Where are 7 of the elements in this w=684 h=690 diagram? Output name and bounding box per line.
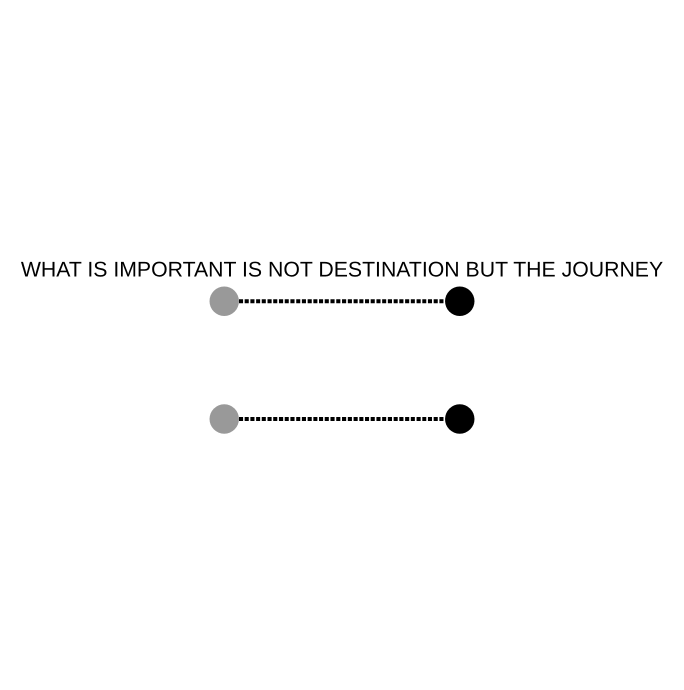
diagram-title: WHAT IS IMPORTANT IS NOT DESTINATION BUT THE JOURNEY [20,258,664,282]
node-circle [445,404,474,434]
node-circle [210,404,239,434]
node-circle [210,286,239,316]
connector [238,416,445,422]
connector [238,299,445,304]
node-circle [445,286,474,316]
